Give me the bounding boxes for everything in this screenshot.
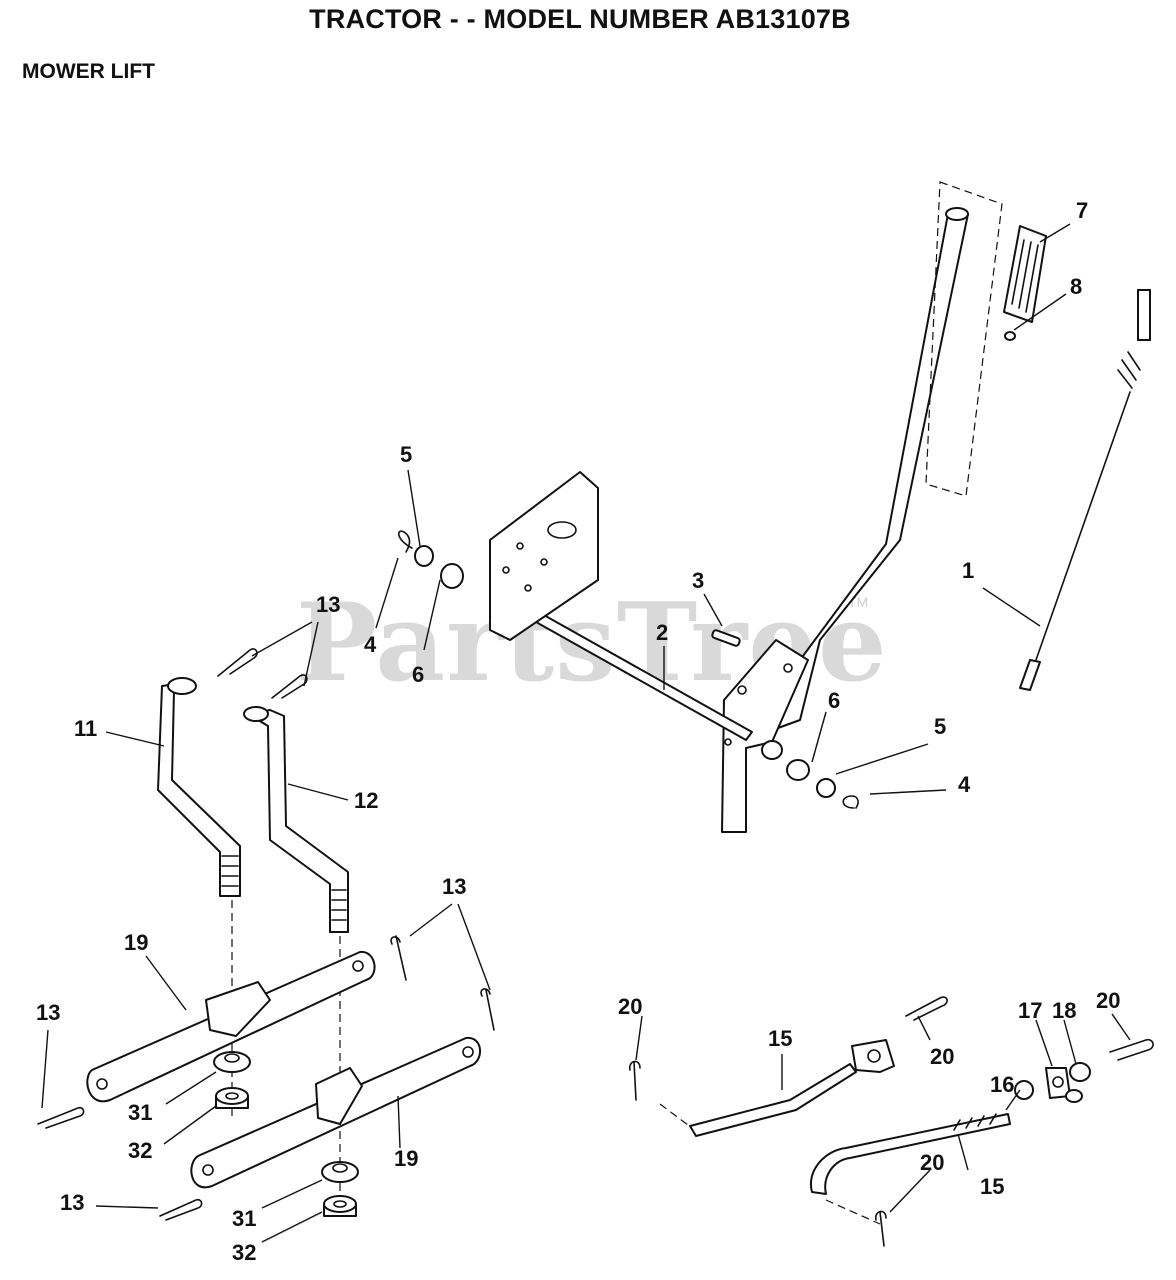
handle-grip	[1003, 225, 1047, 323]
hairpin-clip-6	[159, 1198, 203, 1221]
e-clip-lower	[842, 795, 859, 809]
bushing-lower-2	[786, 759, 810, 781]
callout-32-lower: 32	[232, 1240, 256, 1265]
callout-19-lower: 19	[394, 1146, 418, 1171]
callout-13-mid: 13	[442, 874, 466, 899]
washer-lower	[816, 778, 836, 798]
cotter-pin-4	[875, 1210, 887, 1247]
callout-3: 3	[692, 568, 704, 593]
callout-6-upper: 6	[412, 662, 424, 687]
key	[711, 629, 741, 647]
callout-8: 8	[1070, 274, 1082, 299]
adjust-nut	[1065, 1062, 1091, 1103]
leader-lines	[41, 223, 1131, 1243]
page-title: TRACTOR - - MODEL NUMBER AB13107B	[309, 4, 851, 34]
lift-link-right	[243, 706, 349, 933]
adjust-rod-lower	[809, 1113, 1011, 1195]
nut-upper	[215, 1087, 249, 1109]
grip-pin	[1004, 331, 1016, 341]
callout-13-bottom: 13	[60, 1190, 84, 1215]
callout-19-upper: 19	[124, 930, 148, 955]
cotter-pin-3	[1109, 1038, 1154, 1061]
callout-16: 16	[990, 1072, 1014, 1097]
callout-31-lower: 31	[232, 1206, 256, 1231]
callout-20-left: 20	[618, 994, 642, 1019]
centerline-rod-lower	[825, 1199, 881, 1225]
cotter-pin-2	[905, 996, 948, 1021]
hairpin-clip-4	[480, 988, 495, 1031]
lift-arm-lower	[190, 1036, 481, 1189]
callout-1: 1	[962, 558, 974, 583]
hairpin-clip-3	[390, 935, 407, 981]
lift-link-left	[157, 677, 241, 897]
callout-4-lower: 4	[958, 772, 971, 797]
hairpin-clip-5	[37, 1106, 85, 1129]
grip-outline	[925, 181, 1003, 497]
callout-6-lower: 6	[828, 688, 840, 713]
callout-5-lower: 5	[934, 714, 946, 739]
lift-lever	[721, 207, 969, 833]
bushing-upper	[440, 563, 464, 589]
callout-2: 2	[656, 620, 668, 645]
callout-17: 17	[1018, 998, 1042, 1023]
callout-7: 7	[1076, 198, 1088, 223]
nut-lower	[323, 1195, 357, 1217]
callout-18: 18	[1052, 998, 1076, 1023]
spacer-upper	[213, 1051, 251, 1073]
callout-5-upper: 5	[400, 442, 412, 467]
callout-11: 11	[74, 716, 97, 741]
centerline-rod-upper	[659, 1103, 693, 1129]
adjust-washer	[1014, 1080, 1034, 1100]
adjust-rod-upper	[689, 1039, 895, 1137]
callout-4-upper: 4	[364, 632, 377, 657]
mounting-plate	[489, 471, 599, 641]
e-clip-upper	[397, 530, 413, 553]
bushing-lower	[761, 740, 783, 760]
callout-15-lower: 15	[980, 1174, 1004, 1199]
callout-20-right: 20	[1096, 988, 1120, 1013]
trunnion-block	[1045, 1067, 1071, 1099]
spacer-lower	[321, 1161, 359, 1183]
callout-13-left: 13	[36, 1000, 60, 1025]
callout-12: 12	[354, 788, 378, 813]
callout-32-upper: 32	[128, 1138, 152, 1163]
callout-13-top: 13	[316, 592, 340, 617]
lift-cable	[1019, 289, 1151, 691]
hairpin-clip-1	[217, 648, 258, 677]
callout-31-upper: 31	[128, 1100, 152, 1125]
cotter-pin-1	[629, 1060, 641, 1101]
callout-20-mid: 20	[930, 1044, 954, 1069]
section-title: MOWER LIFT	[22, 60, 155, 83]
callout-15-upper: 15	[768, 1026, 792, 1051]
callout-20-bottom: 20	[920, 1150, 944, 1175]
lift-arm-upper	[86, 950, 376, 1103]
washer-upper	[414, 545, 434, 567]
